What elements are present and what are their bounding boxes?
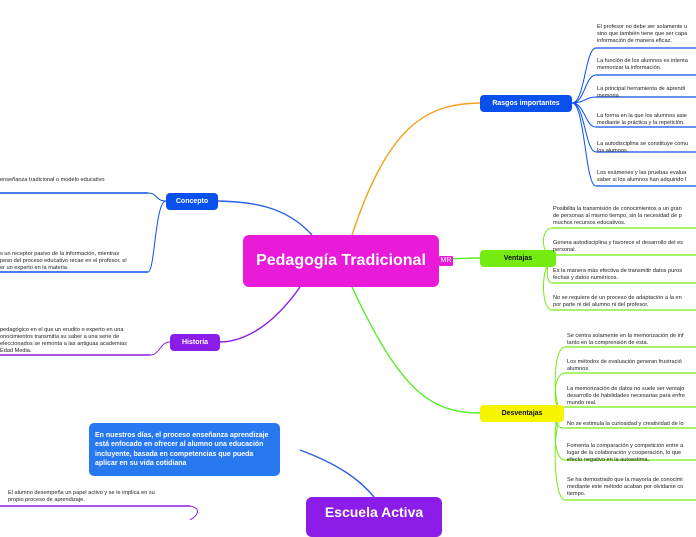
rasgos-leaf-2[interactable]: La función de los alumnos es intenta mem… [597, 58, 688, 71]
escuela-activa-node[interactable]: Escuela Activa [306, 497, 442, 537]
branch-label: Ventajas [503, 255, 533, 262]
connector-lines [0, 47, 696, 520]
desventajas-leaf-1[interactable]: Se centra solamente en la memorización d… [567, 333, 684, 346]
escuela-activa-description-node[interactable]: En nuestros días, el proceso enseñanza a… [89, 423, 280, 476]
rasgos-leaf-4[interactable]: La forma en la que los alumnos asie medi… [597, 113, 687, 126]
branch-historia[interactable]: Historia [170, 334, 220, 351]
escuela-leaf-1[interactable]: El alumno desempeña un papel activo y se… [8, 490, 155, 503]
desventajas-leaf-5[interactable]: Fomenta la comparación y competición ent… [567, 443, 684, 463]
branch-label: Rasgos importantes [492, 100, 560, 107]
connector-rasgos [351, 102, 481, 236]
historia-leaf-1[interactable]: pedagógico en el que un erudito o expert… [0, 327, 127, 354]
connector-desventajas [351, 286, 481, 414]
ventajas-leaf-4[interactable]: No se requiere de un proceso de adaptaci… [553, 295, 682, 308]
connector-concepto [217, 200, 313, 236]
rasgos-leaf-5[interactable]: La autodisciplina se constituye comu los… [597, 141, 689, 154]
concepto-leaf-2[interactable]: s un receptor pasivo de la información, … [0, 251, 127, 271]
escuela-activa-title: Escuela Activa [324, 504, 424, 520]
desventajas-leaf-2[interactable]: Los métodos de evaluación generan frustr… [567, 359, 682, 372]
ventajas-leaf-1[interactable]: Posibilita la transmisión de conocimient… [553, 206, 682, 226]
rasgos-leaf-6[interactable]: Los exámenes y las pruebas evalua saber … [597, 170, 687, 183]
central-topic-title: Pedagogía Tradicional [256, 252, 426, 269]
rasgos-leaf-3[interactable]: La principal herramienta de aprendi memo… [597, 86, 686, 99]
escuela-activa-description: En nuestros días, el proceso enseñanza a… [95, 431, 269, 468]
desventajas-leaf-3[interactable]: La memorización de datos no suele ser ve… [567, 386, 685, 406]
branch-ventajas[interactable]: Ventajas [480, 250, 556, 267]
connector-historia [219, 286, 301, 343]
ventajas-leaf-2[interactable]: Genera autodisciplina y favorece el desa… [553, 240, 683, 253]
desventajas-leaf-4[interactable]: No se estimula la curiosidad y creativid… [567, 421, 684, 427]
connector-escuela [299, 449, 375, 498]
central-topic-tag[interactable]: MR [439, 256, 453, 266]
rasgos-leaf-1[interactable]: El profesor no debe ser solamente u sino… [597, 24, 688, 44]
concepto-leaf-1[interactable]: enseñanza tradicional o modelo educativo [0, 177, 105, 183]
branch-label: Concepto [175, 198, 209, 205]
branch-concepto[interactable]: Concepto [166, 193, 218, 210]
branch-rasgos-importantes[interactable]: Rasgos importantes [480, 95, 572, 112]
branch-label: Desventajas [501, 410, 543, 417]
branch-label: Historia [181, 339, 209, 346]
central-topic-node[interactable]: Pedagogía Tradicional [243, 235, 439, 287]
branch-desventajas[interactable]: Desventajas [480, 405, 564, 422]
ventajas-leaf-3[interactable]: Es la manera más efectiva de transmitir … [553, 268, 683, 281]
desventajas-leaf-6[interactable]: Se ha demostrado que la mayoría de conoc… [567, 477, 684, 497]
